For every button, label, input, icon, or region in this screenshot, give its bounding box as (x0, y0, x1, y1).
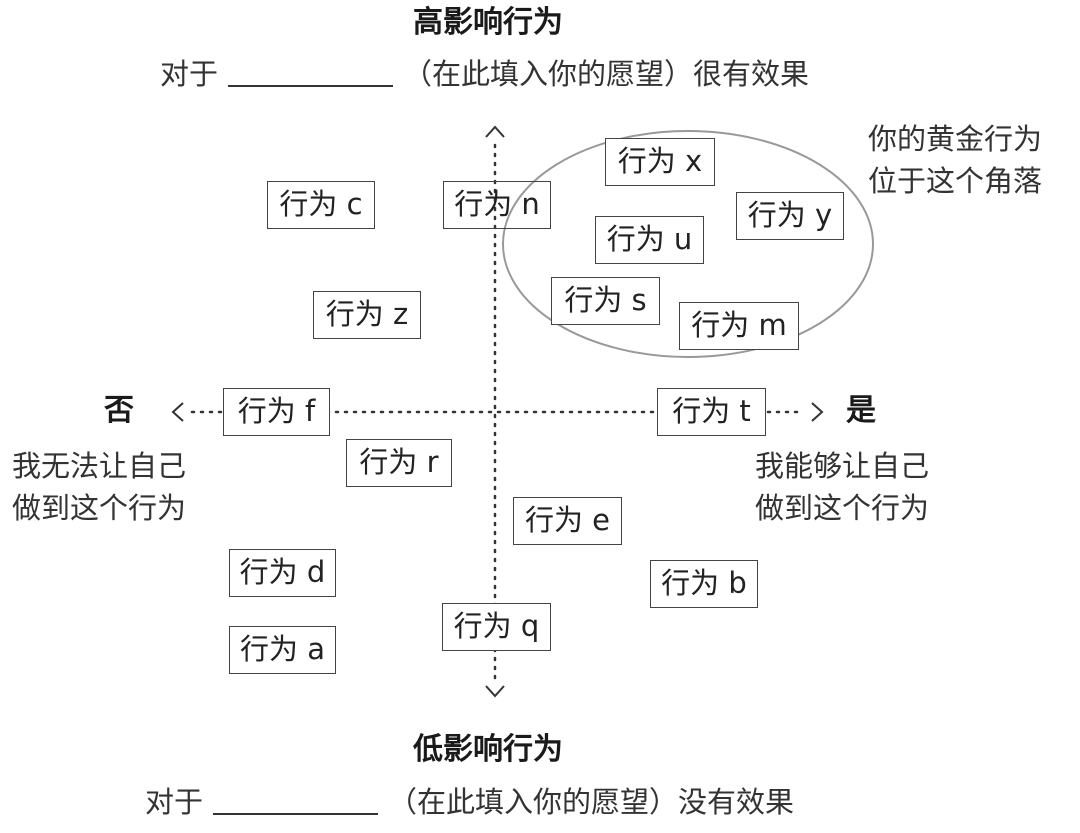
behavior-box-x: 行为 x (605, 138, 715, 186)
left-description: 我无法让自己 做到这个行为 (12, 445, 186, 529)
top-blank-line (228, 85, 394, 87)
chevron-right-icon (811, 402, 824, 422)
chevron-up-icon (485, 125, 505, 138)
left-axis-label: 否 (104, 393, 134, 428)
behavior-box-m: 行为 m (679, 302, 799, 350)
bottom-subtitle-before: 对于 (145, 785, 204, 819)
left-description-line1: 我无法让自己 (12, 449, 187, 483)
behavior-box-e: 行为 e (513, 497, 622, 545)
bottom-subtitle: 对于 （在此填入你的愿望）没有效果 (145, 788, 794, 817)
right-axis-label: 是 (846, 393, 876, 428)
chevron-left-icon (171, 402, 184, 422)
behavior-box-q: 行为 q (442, 603, 551, 651)
behavior-box-b: 行为 b (650, 560, 758, 608)
bottom-blank-line (213, 813, 379, 815)
behavior-box-t: 行为 t (657, 388, 766, 436)
left-description-line2: 做到这个行为 (12, 491, 187, 525)
golden-note: 你的黄金行为 位于这个角落 (868, 118, 1042, 202)
behavior-box-r: 行为 r (346, 439, 452, 487)
behavior-box-d: 行为 d (229, 549, 336, 597)
bottom-subtitle-after: （在此填入你的愿望）没有效果 (388, 785, 795, 819)
behavior-box-a: 行为 a (229, 626, 336, 674)
behavior-box-u: 行为 u (595, 216, 704, 264)
behavior-box-n: 行为 n (443, 181, 551, 229)
behavior-box-c: 行为 c (267, 181, 375, 229)
bottom-title: 低影响行为 (413, 732, 563, 767)
behavior-box-y: 行为 y (736, 192, 844, 240)
top-title: 高影响行为 (413, 5, 563, 40)
chevron-down-icon (485, 685, 505, 698)
behavior-box-s: 行为 s (551, 277, 660, 325)
top-subtitle-before: 对于 (160, 57, 219, 91)
top-subtitle: 对于 （在此填入你的愿望）很有效果 (160, 60, 809, 89)
right-description-line2: 做到这个行为 (755, 491, 930, 525)
golden-note-line2: 位于这个角落 (868, 164, 1043, 198)
right-description-line1: 我能够让自己 (755, 449, 930, 483)
right-description: 我能够让自己 做到这个行为 (755, 445, 929, 529)
behavior-box-f: 行为 f (223, 388, 330, 436)
behavior-box-z: 行为 z (313, 291, 421, 339)
golden-note-line1: 你的黄金行为 (868, 122, 1043, 156)
top-subtitle-after: （在此填入你的愿望）很有效果 (403, 57, 810, 91)
